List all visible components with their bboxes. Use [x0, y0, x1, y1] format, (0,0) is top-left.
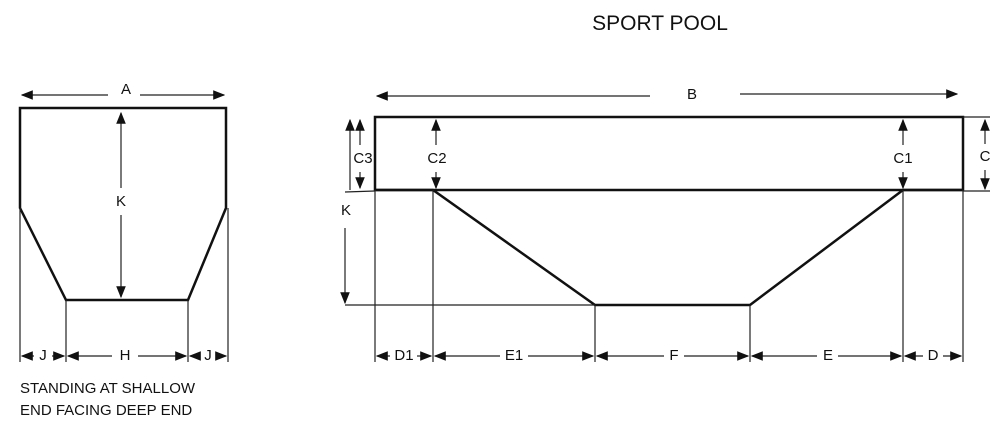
- label-a: A: [121, 81, 131, 98]
- label-j-right: J: [204, 347, 212, 364]
- label-c: C: [980, 148, 991, 165]
- label-b: B: [687, 86, 697, 103]
- pool-floor-profile: [375, 188, 963, 307]
- pool-top-section: [373, 115, 965, 192]
- label-d1: D1: [394, 347, 413, 364]
- label-k-profile: K: [341, 202, 351, 219]
- cross-section-view: A K J H J STANDING AT SHALLOW END FACING…: [18, 81, 229, 419]
- caption-line-2: END FACING DEEP END: [20, 402, 192, 419]
- label-e1: E1: [505, 347, 523, 364]
- label-c2: C2: [427, 150, 446, 167]
- label-h: H: [120, 347, 131, 364]
- label-k: K: [116, 193, 126, 210]
- label-c3: C3: [353, 150, 372, 167]
- diagram-title: SPORT POOL: [592, 12, 728, 35]
- label-c1: C1: [893, 150, 912, 167]
- label-j-left: J: [39, 347, 47, 364]
- label-d: D: [928, 347, 939, 364]
- profile-view: B C3 C2 C1 C K D1: [340, 86, 991, 364]
- label-e: E: [823, 347, 833, 364]
- caption-line-1: STANDING AT SHALLOW: [20, 380, 196, 397]
- label-f: F: [669, 347, 678, 364]
